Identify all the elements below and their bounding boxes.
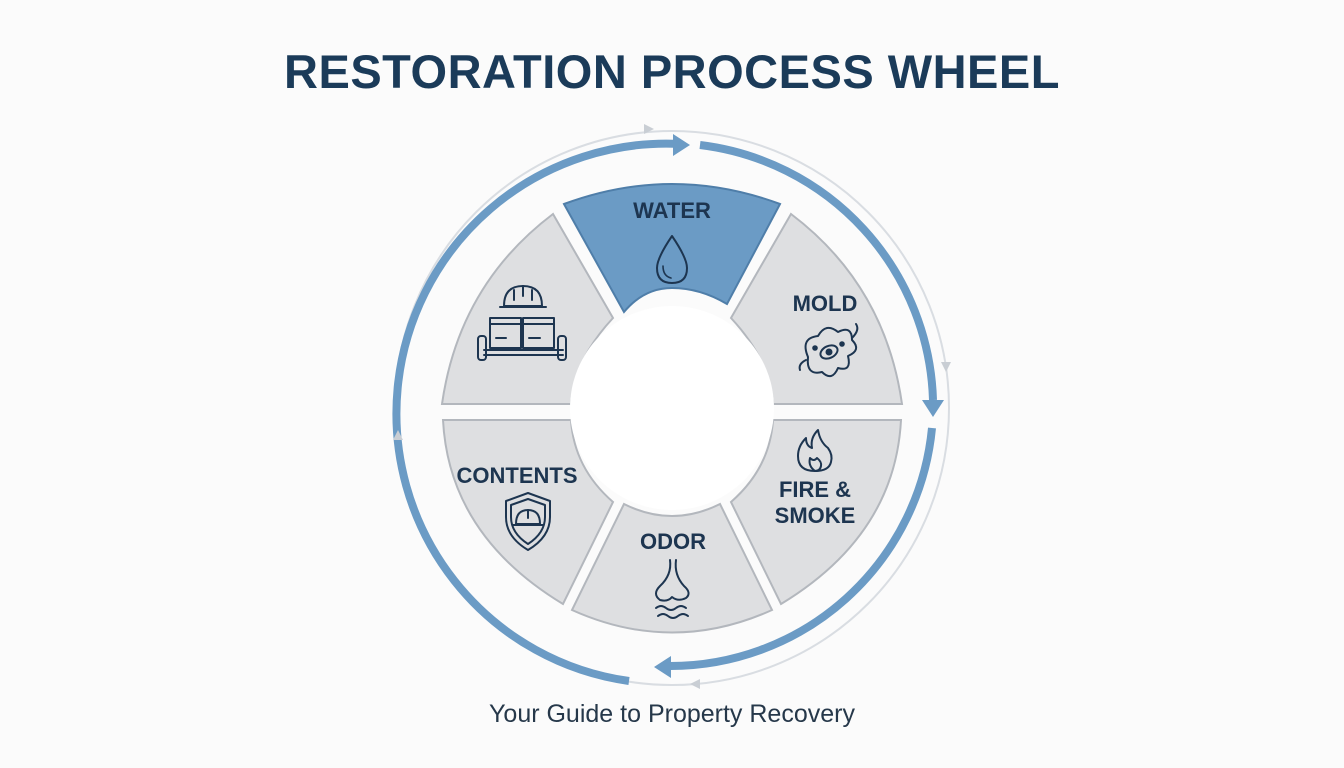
arrow-head-top xyxy=(673,134,690,156)
label-odor: ODOR xyxy=(640,529,706,554)
page-title: RESTORATION PROCESS WHEEL xyxy=(284,45,1060,98)
nose-odor-icon xyxy=(655,559,690,619)
label-mold: MOLD xyxy=(793,291,858,316)
hardhat-boxes-cart-icon xyxy=(477,285,567,361)
segment-odor[interactable] xyxy=(570,502,774,634)
shield-hardhat-icon xyxy=(505,492,551,551)
arrow-head-right xyxy=(922,400,944,417)
label-fire-line1: FIRE & xyxy=(779,477,851,502)
cycle-arrows xyxy=(392,139,937,685)
flame-icon xyxy=(797,429,833,472)
segment-water[interactable] xyxy=(562,183,782,314)
segment-fire-smoke[interactable] xyxy=(729,419,903,606)
label-contents: CONTENTS xyxy=(457,463,578,488)
cycle-arrow-top-left xyxy=(392,139,682,685)
label-water: WATER xyxy=(633,198,711,223)
mold-spore-icon xyxy=(798,323,859,378)
water-drop-icon xyxy=(656,235,688,284)
cycle-arrow-bottom xyxy=(667,427,936,671)
arrow-head-bottom xyxy=(654,656,671,678)
page-subtitle: Your Guide to Property Recovery xyxy=(489,700,855,728)
label-fire-line2: SMOKE xyxy=(775,503,856,528)
center-hub xyxy=(570,306,774,510)
cycle-arrow-right xyxy=(699,141,937,401)
